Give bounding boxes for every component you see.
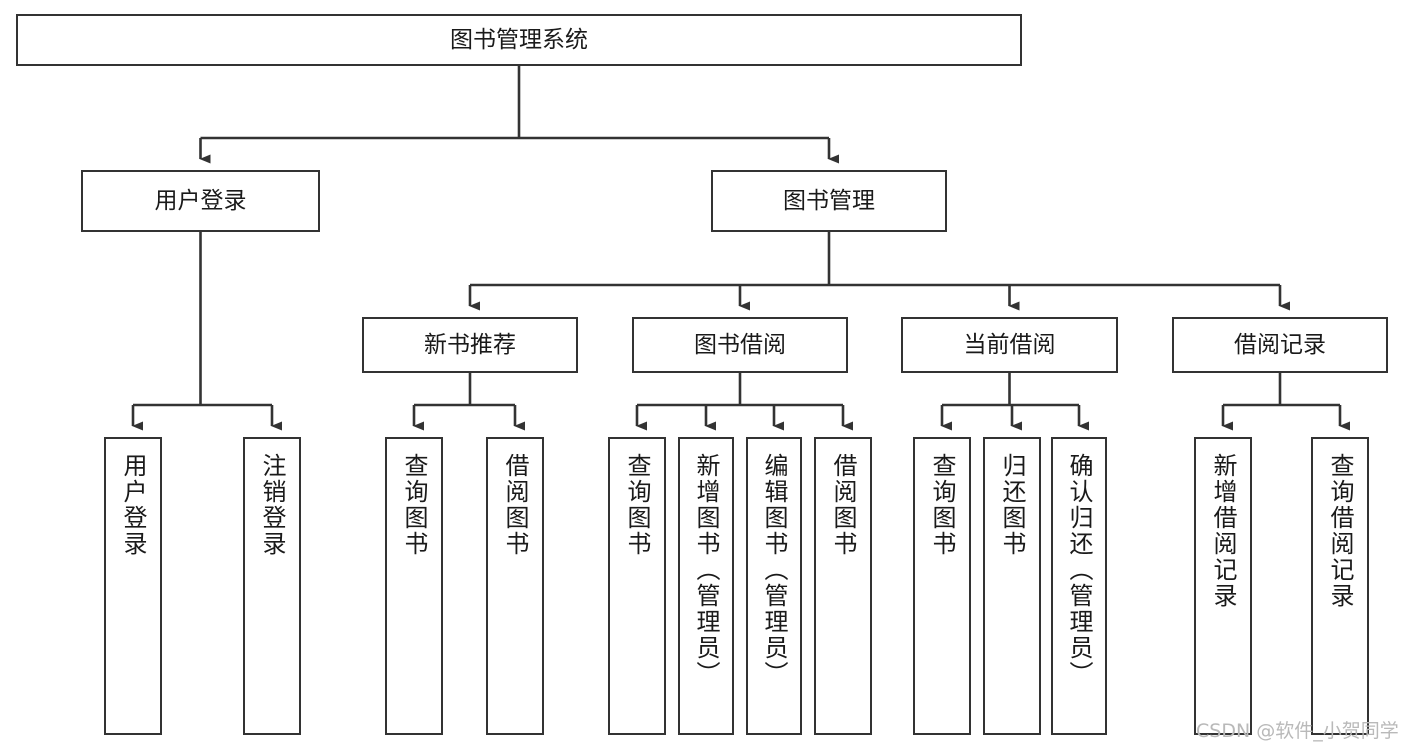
node-l-bbook2[interactable]: 借阅图书	[814, 437, 872, 735]
node-l-qbook3[interactable]: 查询图书	[913, 437, 971, 735]
node-label: 新书推荐	[424, 331, 516, 358]
node-label: 查询图书	[623, 453, 651, 557]
node-l-logout[interactable]: 注销登录	[243, 437, 301, 735]
node-label: 查询图书	[400, 453, 428, 557]
node-l-qrec[interactable]: 查询借阅记录	[1311, 437, 1369, 735]
node-root[interactable]: 图书管理系统	[16, 14, 1022, 66]
node-l-editbook[interactable]: 编辑图书（管理员）	[746, 437, 802, 735]
node-label: 注销登录	[258, 453, 286, 557]
node-label: 编辑图书（管理员）	[760, 453, 788, 687]
node-label: 借阅记录	[1234, 331, 1326, 358]
node-login[interactable]: 用户登录	[81, 170, 320, 232]
node-label: 新增图书（管理员）	[692, 453, 720, 687]
node-bookmgmt[interactable]: 图书管理	[711, 170, 947, 232]
node-label: 借阅图书	[829, 453, 857, 557]
node-records[interactable]: 借阅记录	[1172, 317, 1388, 373]
node-label: 确认归还（管理员）	[1065, 453, 1093, 687]
node-l-qbook1[interactable]: 查询图书	[385, 437, 443, 735]
node-label: 查询借阅记录	[1326, 453, 1354, 609]
node-label: 当前借阅	[963, 331, 1056, 358]
node-l-qbook2[interactable]: 查询图书	[608, 437, 666, 735]
node-newrec[interactable]: 新书推荐	[362, 317, 578, 373]
node-l-login[interactable]: 用户登录	[104, 437, 162, 735]
node-label: 用户登录	[154, 187, 247, 214]
node-label: 新增借阅记录	[1209, 453, 1237, 609]
node-label: 图书管理系统	[450, 26, 588, 53]
node-borrow[interactable]: 图书借阅	[632, 317, 848, 373]
node-l-addrec[interactable]: 新增借阅记录	[1194, 437, 1252, 735]
node-label: 借阅图书	[501, 453, 529, 557]
node-current[interactable]: 当前借阅	[901, 317, 1118, 373]
watermark-text: CSDN @软件_小贺同学	[1196, 720, 1399, 742]
node-l-bbook1[interactable]: 借阅图书	[486, 437, 544, 735]
node-l-confirm[interactable]: 确认归还（管理员）	[1051, 437, 1107, 735]
node-label: 归还图书	[998, 453, 1026, 557]
node-label: 用户登录	[119, 453, 147, 557]
node-label: 查询图书	[928, 453, 956, 557]
node-label: 图书借阅	[694, 331, 786, 358]
node-l-return[interactable]: 归还图书	[983, 437, 1041, 735]
node-l-addbook[interactable]: 新增图书（管理员）	[678, 437, 734, 735]
node-label: 图书管理	[783, 187, 875, 214]
